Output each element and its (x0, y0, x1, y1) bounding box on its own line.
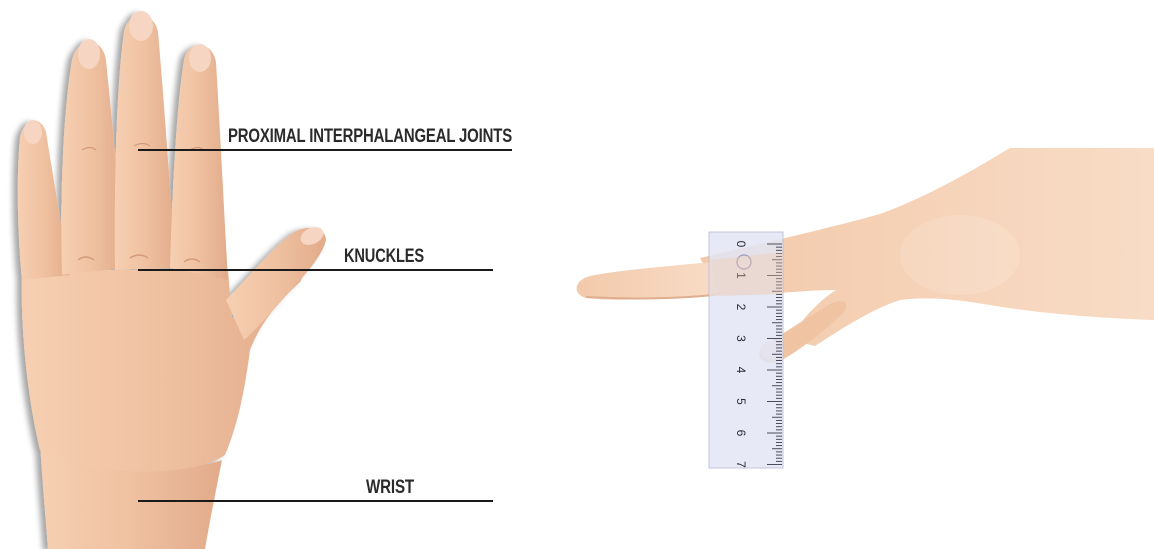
right-hand (577, 148, 1154, 363)
ruler-number: 4 (734, 367, 748, 374)
ruler-number: 2 (734, 304, 748, 311)
ruler-number: 0 (734, 241, 748, 248)
ruler-number: 3 (734, 335, 748, 342)
knuckles-label: KNUCKLES (344, 246, 424, 267)
ruler-number: 7 (734, 461, 748, 468)
ruler-number: 5 (734, 398, 748, 405)
ruler-number: 6 (734, 430, 748, 437)
left-hand (18, 11, 326, 549)
pip-joints-label: PROXIMAL INTERPHALANGEAL JOINTS (228, 126, 512, 147)
wrist-label: WRIST (366, 477, 414, 498)
